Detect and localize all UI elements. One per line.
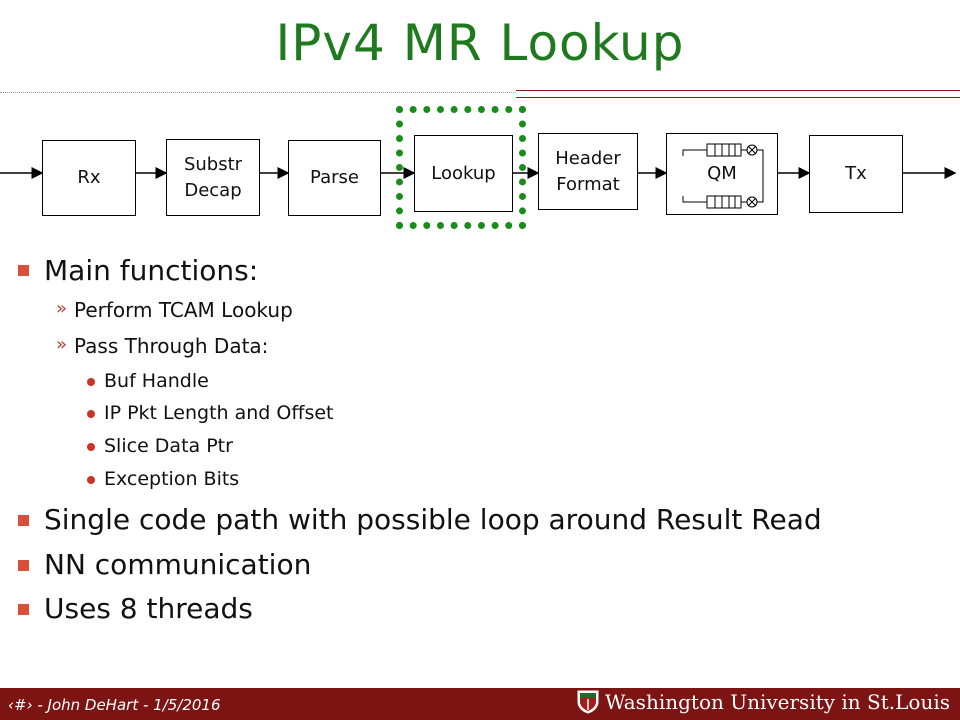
sub-bullet-marker: » bbox=[56, 298, 68, 319]
rx-label: Rx bbox=[77, 167, 101, 188]
bullet-marker bbox=[18, 265, 29, 276]
format-label: Format bbox=[556, 173, 620, 195]
perform-tcam-item: Perform TCAM Lookup bbox=[74, 298, 293, 322]
lookup-block: Lookup bbox=[414, 135, 513, 212]
slide-title: IPv4 MR Lookup bbox=[275, 14, 685, 72]
tx-label: Tx bbox=[845, 163, 867, 184]
bullet-marker bbox=[18, 515, 29, 526]
slice-data-item: Slice Data Ptr bbox=[104, 435, 233, 457]
sub-sub-bullet-marker bbox=[87, 443, 95, 451]
title-divider-dotted bbox=[0, 92, 516, 93]
exception-bits-item: Exception Bits bbox=[104, 468, 240, 490]
lookup-label: Lookup bbox=[431, 162, 496, 184]
threads-item: Uses 8 threads bbox=[44, 592, 253, 625]
decap-label: Decap bbox=[184, 179, 242, 201]
qm-label: QM bbox=[707, 163, 737, 184]
sub-sub-bullet-marker bbox=[87, 378, 95, 386]
substr-label: Substr bbox=[183, 153, 243, 175]
pass-through-item: Pass Through Data: bbox=[74, 334, 269, 358]
sub-sub-bullet-marker bbox=[87, 410, 95, 418]
tx-block: Tx bbox=[809, 135, 903, 213]
footer-text: ‹#› - John DeHart - 1/5/2016 bbox=[8, 696, 221, 714]
queue-icon bbox=[682, 143, 764, 209]
sub-bullet-marker: » bbox=[56, 334, 68, 355]
single-code-path-item: Single code path with possible loop arou… bbox=[44, 503, 822, 536]
header-format-block: Header Format bbox=[538, 133, 638, 210]
university-logo: Washington University in St.Louis bbox=[577, 690, 950, 714]
sub-sub-bullet-marker bbox=[87, 476, 95, 484]
footer-bar: ‹#› - John DeHart - 1/5/2016 Washington … bbox=[0, 688, 960, 720]
substr-decap-block: Substr Decap bbox=[166, 139, 260, 216]
header-label: Header bbox=[555, 147, 621, 169]
bullet-marker bbox=[18, 604, 29, 615]
title-divider-double bbox=[516, 90, 960, 98]
qm-block: QM bbox=[666, 133, 778, 215]
main-functions-heading: Main functions: bbox=[44, 254, 259, 287]
pipeline-arrows bbox=[0, 167, 957, 179]
lookup-highlight-frame bbox=[396, 106, 526, 229]
ip-pkt-item: IP Pkt Length and Offset bbox=[104, 402, 334, 424]
parse-label: Parse bbox=[310, 167, 359, 188]
buf-handle-item: Buf Handle bbox=[104, 370, 209, 392]
parse-block: Parse bbox=[288, 140, 381, 216]
shield-icon bbox=[577, 690, 599, 714]
bullet-marker bbox=[18, 560, 29, 571]
rx-block: Rx bbox=[42, 140, 136, 216]
university-name: Washington University in St.Louis bbox=[604, 690, 950, 714]
nn-communication-item: NN communication bbox=[44, 548, 312, 581]
